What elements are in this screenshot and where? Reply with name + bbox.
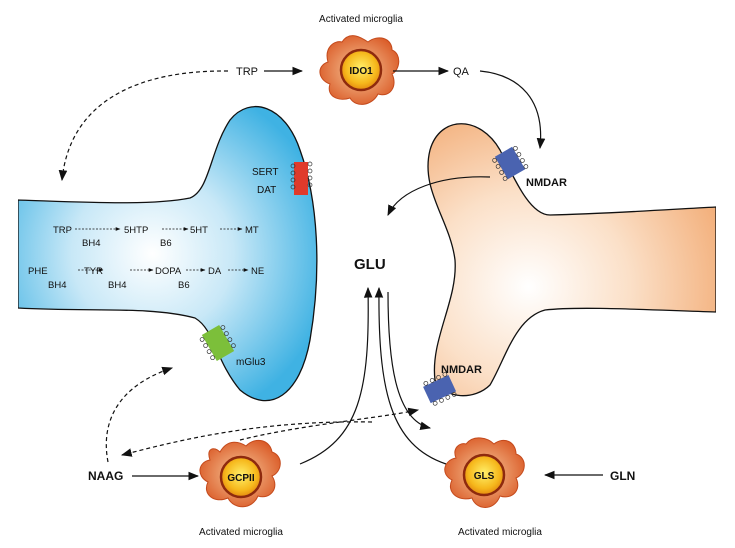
arrow-gls-to-glu	[374, 286, 447, 465]
arrow-gcpii-to-glu	[299, 286, 373, 465]
pathway2-node: PHE	[28, 266, 48, 277]
label-glu: GLU	[354, 256, 386, 273]
caption-top-microglia: Activated microglia	[319, 14, 403, 25]
pathway1-node: 5HTP	[124, 225, 148, 236]
label-qa: QA	[453, 66, 470, 78]
pathway-arrows	[75, 227, 249, 272]
pathway2-node: DA	[208, 266, 222, 277]
label-trp-top: TRP	[236, 66, 258, 78]
label-mglu3: mGlu3	[236, 357, 266, 368]
pathway1-cofactor: B6	[160, 238, 172, 249]
label-sert: SERT	[252, 167, 279, 178]
arrow-naag-to-mglu3	[105, 366, 174, 463]
arrow-trp-to-neuron	[58, 70, 229, 182]
nmdar-top-receptor	[492, 145, 529, 181]
label-nmdar-top: NMDAR	[526, 177, 567, 189]
postsynaptic-neuron	[427, 123, 717, 397]
caption-bottom-right-microglia: Activated microglia	[458, 527, 542, 538]
microglia-gcpii	[199, 439, 281, 508]
nmdar-bottom-receptor	[423, 372, 457, 406]
arrows-solid	[132, 66, 603, 481]
pathway1-node: MT	[245, 225, 259, 236]
pathway2-cofactor: BH4	[48, 280, 66, 291]
pathway2-cofactor: BH4	[108, 280, 126, 291]
enzyme-ido1: IDO1	[349, 66, 373, 77]
label-nmdar-bottom: NMDAR	[441, 364, 482, 376]
pathway2-node: NE	[251, 266, 264, 277]
arrow-qa-to-nmdar	[479, 70, 546, 150]
enzyme-gcpii: GCPII	[227, 473, 254, 484]
label-dat: DAT	[257, 185, 276, 196]
caption-bottom-left-microglia: Activated microglia	[199, 527, 283, 538]
label-gln: GLN	[610, 469, 635, 483]
arrow-to-nmdar-bottom	[239, 407, 420, 441]
sert-dat-transporter	[290, 161, 313, 195]
microglia-ido1	[319, 35, 400, 105]
pathway2-node: TYR	[84, 266, 103, 277]
pathway2-node: DOPA	[155, 266, 182, 277]
pathway1-cofactor: BH4	[82, 238, 100, 249]
mglu3-receptor	[199, 325, 236, 361]
arrows-dashed	[58, 70, 420, 463]
pathway1-node: TRP	[53, 225, 72, 236]
label-naag: NAAG	[88, 469, 123, 483]
presynaptic-neuron	[17, 105, 318, 402]
pathway1-node: 5HT	[190, 225, 208, 236]
microglia-gls	[444, 437, 525, 508]
arrow-glu-to-nmdar	[387, 291, 432, 431]
enzyme-gls: GLS	[474, 471, 495, 482]
pathway2-cofactor: B6	[178, 280, 190, 291]
arrow-nmdar-to-glu	[387, 176, 491, 216]
